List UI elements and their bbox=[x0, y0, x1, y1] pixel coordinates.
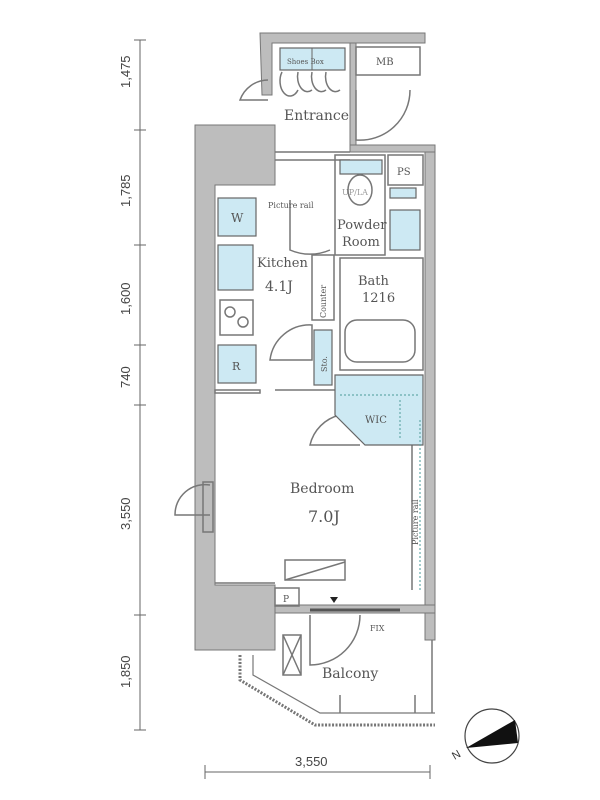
label-fix: FIX bbox=[370, 624, 385, 633]
dim-left-2: 1,785 bbox=[118, 174, 133, 207]
doors bbox=[174, 79, 411, 666]
dim-left-1: 1,475 bbox=[118, 55, 133, 88]
label-shoes-box: Shoes Box bbox=[287, 58, 324, 66]
label-wic: WIC bbox=[365, 415, 387, 426]
storage bbox=[313, 329, 333, 386]
label-mb: MB bbox=[376, 57, 394, 68]
balcony-outline bbox=[238, 640, 435, 727]
fixtures bbox=[217, 47, 424, 676]
bottom-dimension-line bbox=[204, 765, 431, 779]
dim-left-5: 3,550 bbox=[118, 497, 133, 530]
label-entrance: Entrance bbox=[284, 108, 349, 124]
walk-in-closet bbox=[334, 374, 424, 446]
compass-icon: N bbox=[450, 708, 520, 764]
dim-left-3: 1,600 bbox=[118, 282, 133, 315]
label-kitchen-size: 4.1J bbox=[265, 279, 293, 295]
label-picture-rail-top: Picture rail bbox=[268, 201, 314, 210]
bathtub-icon bbox=[344, 319, 416, 363]
dim-left-4: 740 bbox=[118, 366, 133, 388]
label-ul: UP/LA bbox=[342, 188, 368, 197]
compass-north-label: N bbox=[450, 748, 463, 762]
label-bedroom: Bedroom bbox=[290, 481, 354, 497]
kitchen-sink bbox=[217, 244, 254, 291]
label-picture-rail-side: Picture rail bbox=[411, 499, 420, 545]
label-counter: Counter bbox=[319, 285, 328, 318]
label-balcony: Balcony bbox=[322, 666, 378, 682]
dim-bottom: 3,550 bbox=[295, 754, 328, 769]
label-bath-size: 1216 bbox=[362, 291, 395, 306]
vanity bbox=[389, 209, 421, 251]
outdoor-unit bbox=[282, 634, 302, 676]
dim-left-6: 1,850 bbox=[118, 655, 133, 688]
label-powder: Powder bbox=[337, 218, 387, 233]
label-w: W bbox=[231, 211, 244, 225]
washer bbox=[217, 197, 257, 237]
label-sto: Sto. bbox=[320, 356, 329, 372]
label-p: P bbox=[283, 595, 289, 605]
label-kitchen: Kitchen bbox=[257, 256, 308, 271]
left-dimension-line bbox=[134, 39, 146, 731]
toilet-icon bbox=[347, 174, 373, 206]
label-bedroom-size: 7.0J bbox=[308, 507, 340, 526]
label-bath: Bath bbox=[358, 274, 390, 289]
label-ps: PS bbox=[397, 167, 411, 178]
refrigerator bbox=[217, 344, 257, 384]
label-r: R bbox=[232, 360, 241, 373]
interior-lines bbox=[214, 46, 424, 607]
sink bbox=[339, 159, 383, 175]
stove-icon bbox=[219, 299, 254, 336]
label-room: Room bbox=[342, 235, 380, 250]
